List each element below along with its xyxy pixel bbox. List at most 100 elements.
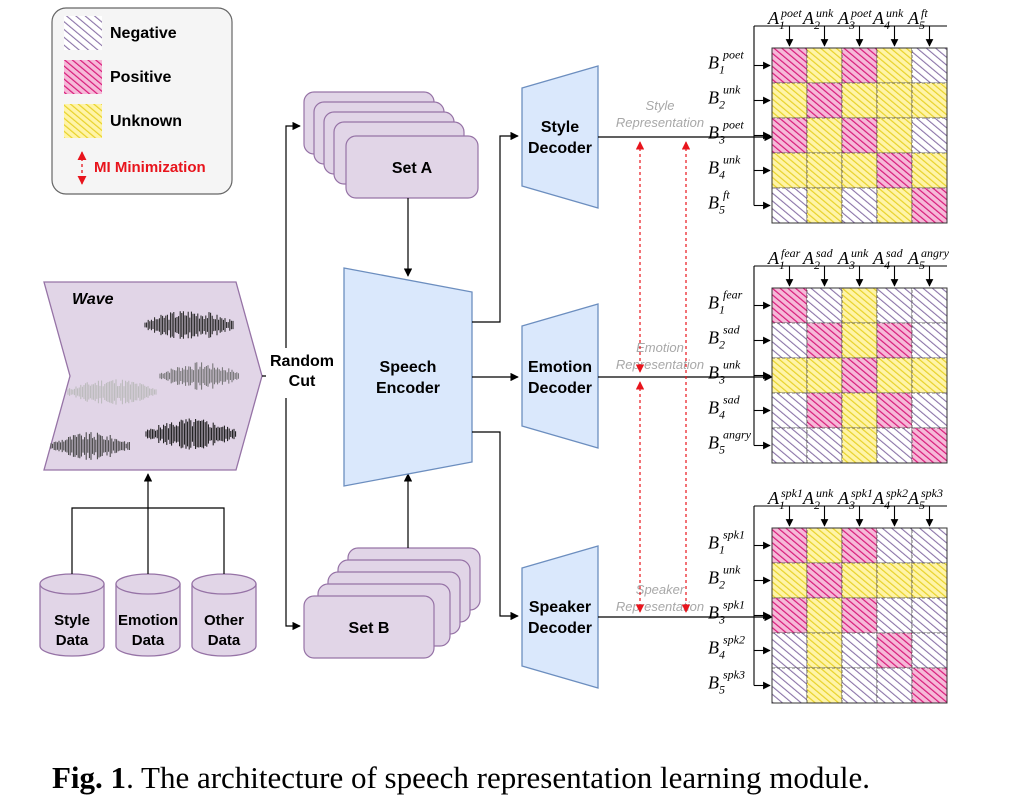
matrix-cell-negative: [771, 322, 808, 359]
matrix-cell-unknown: [771, 82, 808, 119]
column-sup-label: angry: [921, 246, 950, 260]
column-sup-label: unk: [886, 6, 904, 20]
matrix-cell-negative: [806, 427, 843, 464]
matrix-cell-positive: [876, 392, 913, 429]
set-b-box: [303, 595, 435, 659]
matrix-cell-negative: [911, 632, 948, 669]
waveform-icons: [50, 311, 239, 460]
style-data-label-1: Style: [54, 612, 90, 629]
unknown-swatch: [64, 104, 102, 138]
wave-title: Wave: [72, 291, 114, 308]
mi-minimization-arrows: [635, 141, 691, 613]
style-data-label-2: Data: [56, 632, 89, 649]
data-sources: Style Data Emotion Data Other Data: [39, 473, 257, 657]
waveform-mid-left: [67, 379, 157, 405]
matrix-cell-unknown: [876, 357, 913, 394]
data-connector: [71, 507, 225, 574]
column-sup-label: unk: [851, 246, 869, 260]
column-label: A4: [872, 488, 890, 512]
speaker-decoder-label-1: Speaker: [529, 599, 591, 616]
emotion-data-label-1: Emotion: [118, 612, 178, 629]
matrix-cell-unknown: [841, 287, 878, 324]
row-sup-label: unk: [723, 358, 741, 372]
emotion-decoder-label-2: Decoder: [528, 380, 592, 397]
matrix-cell-positive: [771, 597, 808, 634]
column-label: A1: [767, 8, 785, 32]
row-sup-label: fear: [723, 288, 743, 302]
speaker-repr-label-2: Representation: [616, 599, 704, 614]
matrix-cell-negative: [806, 287, 843, 324]
speaker-repr-label-1: Speaker: [636, 582, 685, 597]
legend-mi-label: MI Minimization: [94, 159, 206, 176]
row-sup-label: ft: [723, 188, 730, 202]
matrix-cell-unknown: [841, 152, 878, 189]
matrix-cell-unknown: [841, 82, 878, 119]
matrix-cell-positive: [806, 562, 843, 599]
column-label: A4: [872, 248, 890, 272]
matrix-cell-positive: [841, 597, 878, 634]
matrix-cell-negative: [771, 632, 808, 669]
row-sup-label: sad: [723, 323, 741, 337]
other-data-cylinder: Other Data: [191, 573, 257, 657]
matrix-cell-unknown: [876, 187, 913, 224]
legend: Negative Positive Unknown MI Minimizatio…: [51, 7, 233, 195]
speaker-decoder: Speaker Decoder: [521, 545, 599, 689]
row-sup-label: sad: [723, 393, 741, 407]
matrix-cell-positive: [841, 47, 878, 84]
speaker-decoder-label-2: Decoder: [528, 620, 592, 637]
row-sup-label: spk3: [723, 668, 745, 682]
matrix-cell-unknown: [911, 82, 948, 119]
column-sup-label: spk1: [781, 486, 803, 500]
waveform-bottom-right: [145, 418, 237, 450]
matrix-cell-negative: [841, 632, 878, 669]
matrix-cell-positive: [911, 667, 948, 704]
matrix-cell-positive: [876, 152, 913, 189]
matrix-cell-negative: [771, 187, 808, 224]
caption-label: Fig. 1: [52, 760, 126, 795]
matrix-cell-positive: [841, 117, 878, 154]
row-label: B5: [708, 193, 725, 217]
matrix-cell-negative: [771, 392, 808, 429]
positive-swatch: [64, 60, 102, 94]
matrix-cell-unknown: [771, 152, 808, 189]
matrix-cell-negative: [876, 527, 913, 564]
row-sup-label: unk: [723, 83, 741, 97]
matrix-cell-unknown: [806, 357, 843, 394]
row-sup-label: spk1: [723, 598, 745, 612]
matrix-cell-positive: [911, 187, 948, 224]
matrix-cell-positive: [911, 427, 948, 464]
matrix-cell-unknown: [876, 82, 913, 119]
row-sup-label: spk2: [723, 633, 745, 647]
matrix-cell-negative: [911, 527, 948, 564]
matrix-cell-unknown: [841, 427, 878, 464]
emotion-decoder-label-1: Emotion: [528, 359, 592, 376]
matrix-cell-negative: [911, 47, 948, 84]
matrix-cell-positive: [876, 632, 913, 669]
row-label: B3: [708, 363, 725, 387]
style-repr-label-2: Representation: [616, 115, 704, 130]
row-label: B5: [708, 433, 725, 457]
row-label: B4: [708, 638, 725, 662]
row-label: B5: [708, 673, 725, 697]
column-label: A2: [802, 248, 820, 272]
matrix-cell-unknown: [841, 392, 878, 429]
matrix-cell-positive: [876, 322, 913, 359]
matrix-cell-positive: [771, 287, 808, 324]
random-cut-label-1: Random: [270, 353, 334, 370]
matrix-cell-unknown: [806, 597, 843, 634]
column-label: A3: [837, 8, 855, 32]
row-label: B2: [708, 568, 725, 592]
matrix-cell-negative: [876, 427, 913, 464]
matrix-cell-positive: [806, 82, 843, 119]
matrix-cell-positive: [841, 527, 878, 564]
matrix-cell-negative: [771, 667, 808, 704]
column-sup-label: unk: [816, 6, 834, 20]
set-a-box: [345, 135, 479, 199]
waveform-top: [144, 311, 234, 339]
matrix-cell-unknown: [841, 322, 878, 359]
matrix-cell-negative: [911, 597, 948, 634]
encoder-to-speaker-arrow: [472, 431, 519, 621]
matrix-cell-unknown: [876, 562, 913, 599]
matrix-cell-unknown: [806, 47, 843, 84]
column-sup-label: spk3: [921, 486, 943, 500]
